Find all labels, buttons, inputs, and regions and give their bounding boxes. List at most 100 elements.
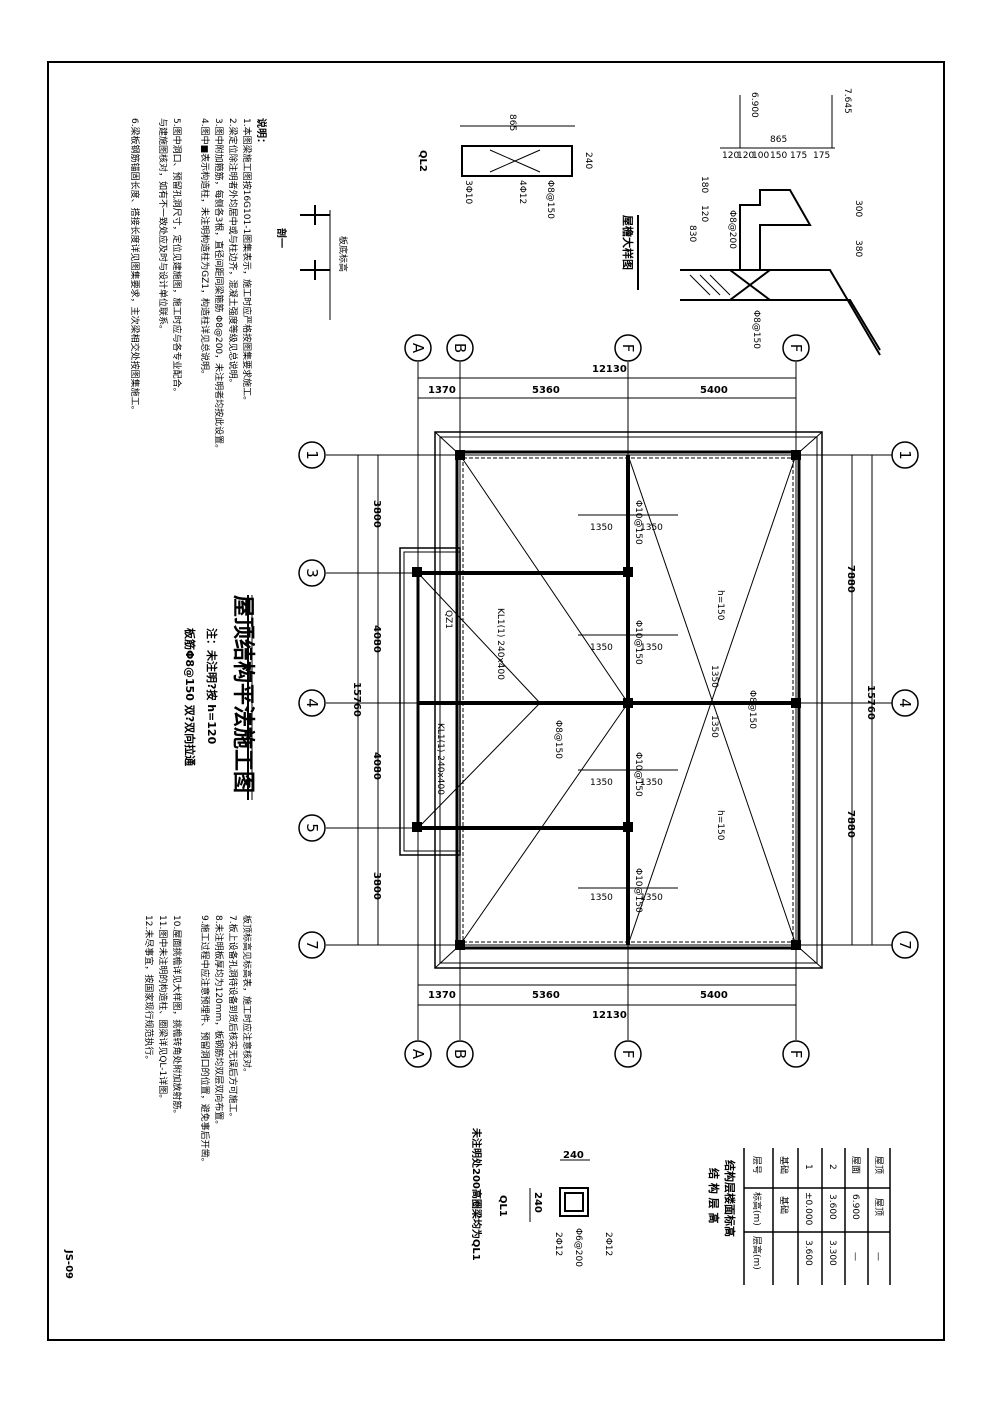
grid-label: 1 — [896, 450, 914, 460]
slab-span: 1350 — [709, 665, 719, 688]
slab-rebar-annotations: 1350 1350 Φ10@150 1350 1350 Φ10@150 1350… — [435, 500, 757, 913]
grid-bubble-row: 5 — [298, 814, 326, 842]
beam-rebar: Φ8@150 — [553, 720, 563, 759]
eave-seg: 150 — [770, 151, 787, 161]
slab-span: 1350 — [590, 523, 613, 533]
eave-seg: 120 — [722, 151, 739, 161]
grid-bubble-column: F — [614, 334, 642, 362]
eave-outline — [434, 431, 823, 969]
grid-label: F — [787, 1050, 805, 1059]
eave-dim: 180 — [699, 176, 709, 193]
dim-seg-y: 7880 — [845, 810, 856, 838]
grid-bubble-column: B — [446, 334, 474, 362]
ql1-detail: 240 240 QL1 2Φ12 Φ6@200 2Φ12 未注明处200高圈梁均… — [470, 1127, 613, 1267]
slab-span: 1350 — [640, 643, 663, 653]
ql2-rebar: 3Φ10 — [463, 180, 473, 205]
note-item: 4.图中■表示构造柱，未注明构造柱为GZ1，构造柱详见总说明。 — [199, 118, 211, 379]
section-label: 板底标高 — [337, 236, 349, 272]
eave-seg: 175 — [790, 151, 807, 161]
grid-bubble-column: A — [404, 1040, 432, 1068]
additional-notes: 板顶标高见标高表，施工时应注意核对。 7.板上设备孔洞待设备到货后核实无误后方可… — [143, 915, 253, 1167]
dim-total-y: 15760 — [865, 685, 876, 720]
note-item: 6.梁板钢筋锚固长度、搭接长度详见图集要求，主次梁相交处按图集施工。 — [129, 118, 141, 415]
roof-plan: 1350 1350 Φ10@150 1350 1350 Φ10@150 1350… — [399, 431, 823, 969]
slab-span: 1350 — [640, 893, 663, 903]
ql1-rebar: 2Φ12 — [553, 1232, 563, 1256]
level-table-header: 标高(m) — [751, 1192, 763, 1226]
level-table: 结构层楼面标高 结 构 层 高 层号 标高(m) 层高(m) 基础 基础 1 ±… — [707, 1148, 891, 1285]
ql1-rebar: Φ6@200 — [573, 1228, 583, 1267]
level-table-subtitle: 结 构 层 高 — [707, 1167, 721, 1224]
grid-bubbles: A B F F A B F F 1 3 4 5 7 1 4 7 — [298, 334, 919, 1068]
level-table-row: 基础 基础 — [778, 1156, 790, 1214]
level-table-cell: 屋面 — [850, 1156, 861, 1174]
level-table-cell: 3.600 — [803, 1240, 813, 1266]
grid-bubble-row: 1 — [891, 441, 919, 469]
ql1-title: QL1 — [497, 1195, 508, 1217]
dim-total-x: 12130 — [592, 1010, 627, 1021]
grid-bubble-row: 1 — [298, 441, 326, 469]
note-item: 1.本图梁施工图按16G101-1图集表示，施工时应严格按图集要求施工。 — [241, 118, 253, 405]
dim-seg-x: 1370 — [428, 990, 456, 1001]
sheet-number: JS-09 — [63, 1249, 74, 1279]
section-detail: 剖一 板底标高 — [275, 205, 349, 320]
ql1-rebar: 2Φ12 — [603, 1232, 613, 1256]
slab-span: 1350 — [640, 523, 663, 533]
beam-label: KL1(1) 240x400 — [435, 723, 445, 795]
grid-bubble-row: 7 — [891, 931, 919, 959]
slab-span: 1350 — [590, 778, 613, 788]
grid-label: 7 — [896, 940, 914, 950]
level-table-row: 屋面 6.900 — — [850, 1156, 861, 1261]
dim-seg-x: 5400 — [700, 990, 728, 1001]
grid-label: 3 — [303, 568, 321, 578]
slab-span: 1350 — [709, 715, 719, 738]
level-table-cell: 6.900 — [850, 1194, 860, 1220]
dim-seg-x: 5400 — [700, 385, 728, 396]
eave-total: 865 — [770, 135, 787, 145]
eave-seg: 100 — [752, 151, 769, 161]
grid-label: B — [451, 343, 469, 353]
level-table-title: 结构层楼面标高 — [723, 1159, 737, 1237]
note-item: 12.未尽事宜，按国家现行规范执行。 — [143, 915, 155, 1064]
grid-label: A — [409, 1049, 427, 1060]
note-slab-rebar: 板筋Φ8@150 双?双向拉通 — [183, 628, 197, 766]
dim-total-y: 15760 — [351, 682, 362, 717]
grid-bubble-row: 3 — [298, 559, 326, 587]
ql2-width: 865 — [507, 114, 517, 131]
eave-dim: 300 — [853, 200, 863, 217]
level-table-row: 2 3.600 3.300 — [827, 1164, 837, 1266]
dim-seg-x: 1370 — [428, 385, 456, 396]
grid-label: B — [451, 1049, 469, 1059]
slab-rebar: Φ10@150 — [633, 868, 643, 913]
eave-rebar: Φ8@200 — [727, 210, 737, 249]
note-item: 8.未注明板厚均为120mm，板钢筋均双层双向布置。 — [213, 915, 225, 1129]
level-table-cell: 屋顶 — [873, 1156, 884, 1174]
level-table-cell: 3.300 — [827, 1240, 837, 1266]
eave-seg: 120 — [737, 151, 754, 161]
ql1-note: 未注明处200高圈梁均为QL1 — [470, 1127, 483, 1261]
slab-thickness: h=150 — [715, 590, 725, 621]
grid-bubble-column: F — [614, 1040, 642, 1068]
grid-bubble-row: 7 — [298, 931, 326, 959]
general-notes: 说明： 1.本图梁施工图按16G101-1图集表示，施工时应严格按图集要求施工。… — [129, 118, 268, 453]
column-label: QZ1 — [443, 610, 453, 629]
level-table-cell: 3.600 — [827, 1194, 837, 1220]
level-table-row: 1 ±0.000 3.600 — [803, 1164, 813, 1266]
grid-label: 4 — [303, 698, 321, 708]
note-item: 10.屋面挑檐详见大样图，挑檐转角处附加放射筋。 — [171, 915, 183, 1118]
slab-span: 1350 — [590, 893, 613, 903]
level-table-cell: 2 — [827, 1164, 837, 1170]
columns — [412, 450, 801, 950]
ql2-height: 240 — [583, 152, 593, 169]
grid-label: A — [409, 343, 427, 354]
dim-seg-y: 3800 — [371, 872, 382, 900]
eave-detail: 6.900 7.645 865 120 120 100 150 175 175 … — [621, 88, 881, 356]
roof-hip-lines — [417, 431, 823, 969]
slab-rebar: Φ10@150 — [633, 500, 643, 545]
section-title: 剖一 — [275, 228, 288, 248]
dim-seg-x: 5360 — [532, 385, 560, 396]
slab-thickness: h=150 — [715, 810, 725, 841]
grid-label: 5 — [303, 823, 321, 833]
level-table-cell: 1 — [803, 1164, 813, 1170]
